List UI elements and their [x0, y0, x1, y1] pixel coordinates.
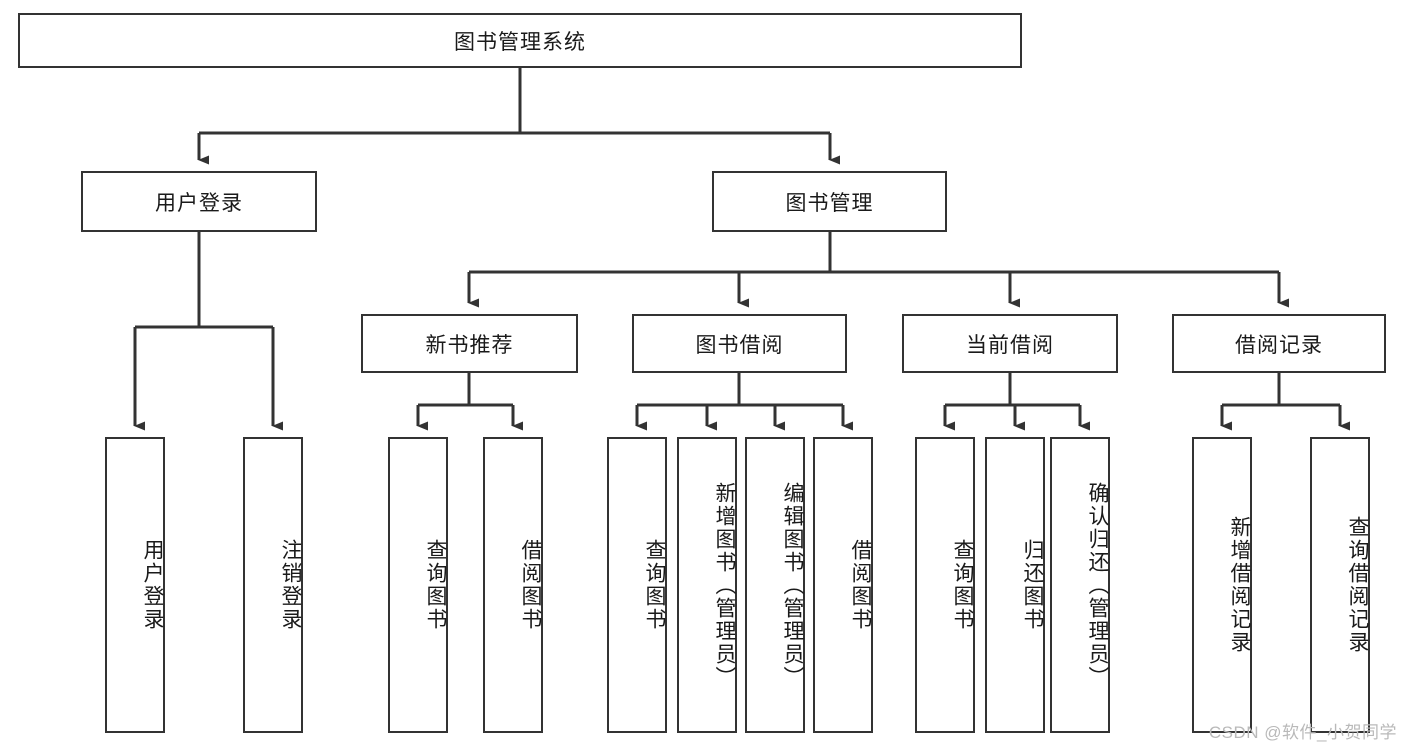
node-book-borrow[interactable]: 图书借阅 — [632, 314, 847, 373]
node-nbr-query-book-label: 查询图书 — [424, 539, 447, 631]
node-bb-edit-book[interactable]: 编辑图书（管理员） — [745, 437, 805, 733]
node-current-borrow-label: 当前借阅 — [966, 333, 1054, 357]
node-current-borrow[interactable]: 当前借阅 — [902, 314, 1118, 373]
csdn-watermark: CSDN @软件_小贺同学 — [1208, 723, 1397, 742]
node-new-book-recommend-label: 新书推荐 — [425, 333, 514, 357]
node-br-query-record-label: 查询借阅记录 — [1346, 516, 1369, 654]
node-bb-add-book[interactable]: 新增图书（管理员） — [677, 437, 737, 733]
node-borrow-record-label: 借阅记录 — [1235, 333, 1323, 357]
node-cb-return-book-label: 归还图书 — [1021, 539, 1044, 631]
node-user-login-do-label: 用户登录 — [141, 539, 164, 631]
node-book-borrow-label: 图书借阅 — [695, 333, 784, 357]
node-user-login[interactable]: 用户登录 — [81, 171, 317, 232]
node-br-add-record[interactable]: 新增借阅记录 — [1192, 437, 1252, 733]
node-cb-confirm-return-label: 确认归还（管理员） — [1086, 481, 1109, 689]
node-user-login-label: 用户登录 — [155, 191, 243, 215]
node-root[interactable]: 图书管理系统 — [18, 13, 1022, 68]
node-cb-query-book[interactable]: 查询图书 — [915, 437, 975, 733]
node-bb-borrow-book-label: 借阅图书 — [849, 539, 872, 631]
node-bb-add-book-label: 新增图书（管理员） — [713, 481, 736, 689]
node-root-label: 图书管理系统 — [454, 30, 586, 54]
node-user-logout[interactable]: 注销登录 — [243, 437, 303, 733]
node-borrow-record[interactable]: 借阅记录 — [1172, 314, 1386, 373]
node-bb-borrow-book[interactable]: 借阅图书 — [813, 437, 873, 733]
node-book-manage[interactable]: 图书管理 — [712, 171, 947, 232]
node-bb-query-book-label: 查询图书 — [643, 539, 666, 631]
node-user-logout-label: 注销登录 — [279, 539, 302, 631]
node-user-login-do[interactable]: 用户登录 — [105, 437, 165, 733]
node-br-query-record[interactable]: 查询借阅记录 — [1310, 437, 1370, 733]
node-new-book-recommend[interactable]: 新书推荐 — [361, 314, 578, 373]
node-br-add-record-label: 新增借阅记录 — [1228, 516, 1251, 654]
node-cb-confirm-return[interactable]: 确认归还（管理员） — [1050, 437, 1110, 733]
node-cb-return-book[interactable]: 归还图书 — [985, 437, 1045, 733]
node-bb-edit-book-label: 编辑图书（管理员） — [781, 481, 804, 689]
node-cb-query-book-label: 查询图书 — [951, 539, 974, 631]
node-book-manage-label: 图书管理 — [785, 191, 874, 215]
node-nbr-query-book[interactable]: 查询图书 — [388, 437, 448, 733]
node-bb-query-book[interactable]: 查询图书 — [607, 437, 667, 733]
node-nbr-borrow-book-label: 借阅图书 — [519, 539, 542, 631]
node-nbr-borrow-book[interactable]: 借阅图书 — [483, 437, 543, 733]
